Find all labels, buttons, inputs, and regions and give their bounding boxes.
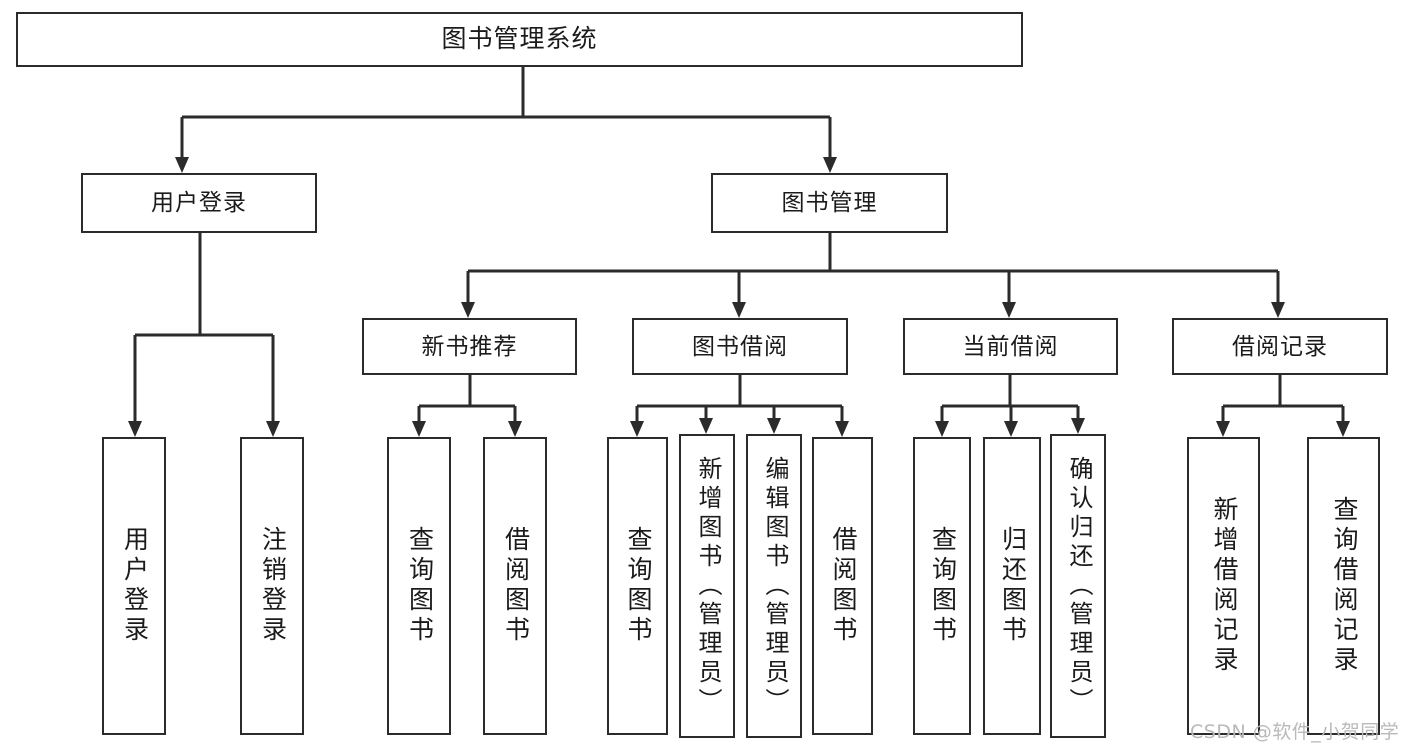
borrow-record-children-arrow-1-head <box>1336 421 1350 437</box>
node-label: 新书推荐 <box>421 332 518 359</box>
arrow-user-login-1-head <box>266 421 280 437</box>
node-new-book-rec: 新书推荐 <box>362 318 577 375</box>
node-borrow-record: 借阅记录 <box>1172 318 1388 375</box>
book-borrow-children-arrow-3-head <box>835 421 849 437</box>
node-leaf-return-book: 归还图书 <box>983 437 1041 735</box>
current-borrow-children-arrow-1-head <box>1004 421 1018 437</box>
node-book-borrow: 图书借阅 <box>632 318 848 375</box>
arrow-level2-1-head <box>732 302 746 318</box>
node-label: 新增借阅记录 <box>1210 496 1238 676</box>
arrow-level2-0-head <box>461 302 475 318</box>
node-label: 图书管理系统 <box>441 24 598 53</box>
book-borrow-children-arrow-0-head <box>630 421 644 437</box>
csdn-watermark: CSDN @软件_小贺同学 <box>1190 721 1400 743</box>
node-label: 编辑图书（管理员） <box>761 455 788 717</box>
node-leaf-query-record: 查询借阅记录 <box>1307 437 1380 735</box>
node-label: 借阅记录 <box>1232 332 1328 359</box>
node-leaf-query-book-1: 查询图书 <box>387 437 451 735</box>
new-book-rec-children-arrow-1-head <box>508 421 522 437</box>
node-leaf-edit-book: 编辑图书（管理员） <box>746 434 802 738</box>
node-book-manage: 图书管理 <box>711 173 948 233</box>
node-leaf-user-logout: 注销登录 <box>240 437 304 735</box>
node-label: 当前借阅 <box>962 332 1059 359</box>
arrow-level2-3-head <box>1271 302 1285 318</box>
arrow-level2-2-head <box>1002 302 1016 318</box>
node-label: 查询图书 <box>405 526 434 646</box>
node-leaf-confirm-return: 确认归还（管理员） <box>1050 434 1106 738</box>
new-book-rec-children-arrow-0-head <box>412 421 426 437</box>
node-leaf-borrow-book-1: 借阅图书 <box>483 437 547 735</box>
node-label: 借阅图书 <box>829 526 857 646</box>
node-label: 新增图书（管理员） <box>694 455 721 717</box>
node-label: 注销登录 <box>258 526 287 646</box>
node-label: 用户登录 <box>151 189 247 216</box>
node-label: 图书借阅 <box>692 332 788 359</box>
book-borrow-children-arrow-2-head <box>767 418 781 434</box>
book-borrow-children-arrow-1-head <box>699 418 713 434</box>
node-current-borrow: 当前借阅 <box>903 318 1118 375</box>
node-label: 借阅图书 <box>501 526 530 646</box>
node-leaf-query-book-3: 查询图书 <box>913 437 971 735</box>
node-leaf-add-book: 新增图书（管理员） <box>679 434 735 738</box>
node-label: 查询图书 <box>928 526 957 646</box>
node-leaf-borrow-book-2: 借阅图书 <box>812 437 873 735</box>
node-label: 用户登录 <box>120 526 149 646</box>
arrow-user-login-0-head <box>128 421 142 437</box>
node-label: 查询借阅记录 <box>1330 496 1358 676</box>
node-user-login: 用户登录 <box>81 173 317 233</box>
node-root: 图书管理系统 <box>16 12 1023 67</box>
node-label: 图书管理 <box>781 189 878 216</box>
node-label: 归还图书 <box>998 526 1027 646</box>
node-label: 查询图书 <box>624 526 652 646</box>
current-borrow-children-arrow-2-head <box>1071 418 1085 434</box>
arrow-level1-0-head <box>175 157 189 173</box>
current-borrow-children-arrow-0-head <box>935 421 949 437</box>
borrow-record-children-arrow-0-head <box>1216 421 1230 437</box>
node-leaf-user-login: 用户登录 <box>102 437 166 735</box>
node-leaf-add-record: 新增借阅记录 <box>1187 437 1260 735</box>
node-label: 确认归还（管理员） <box>1065 455 1092 717</box>
node-leaf-query-book-2: 查询图书 <box>607 437 668 735</box>
arrow-level1-1-head <box>823 157 837 173</box>
